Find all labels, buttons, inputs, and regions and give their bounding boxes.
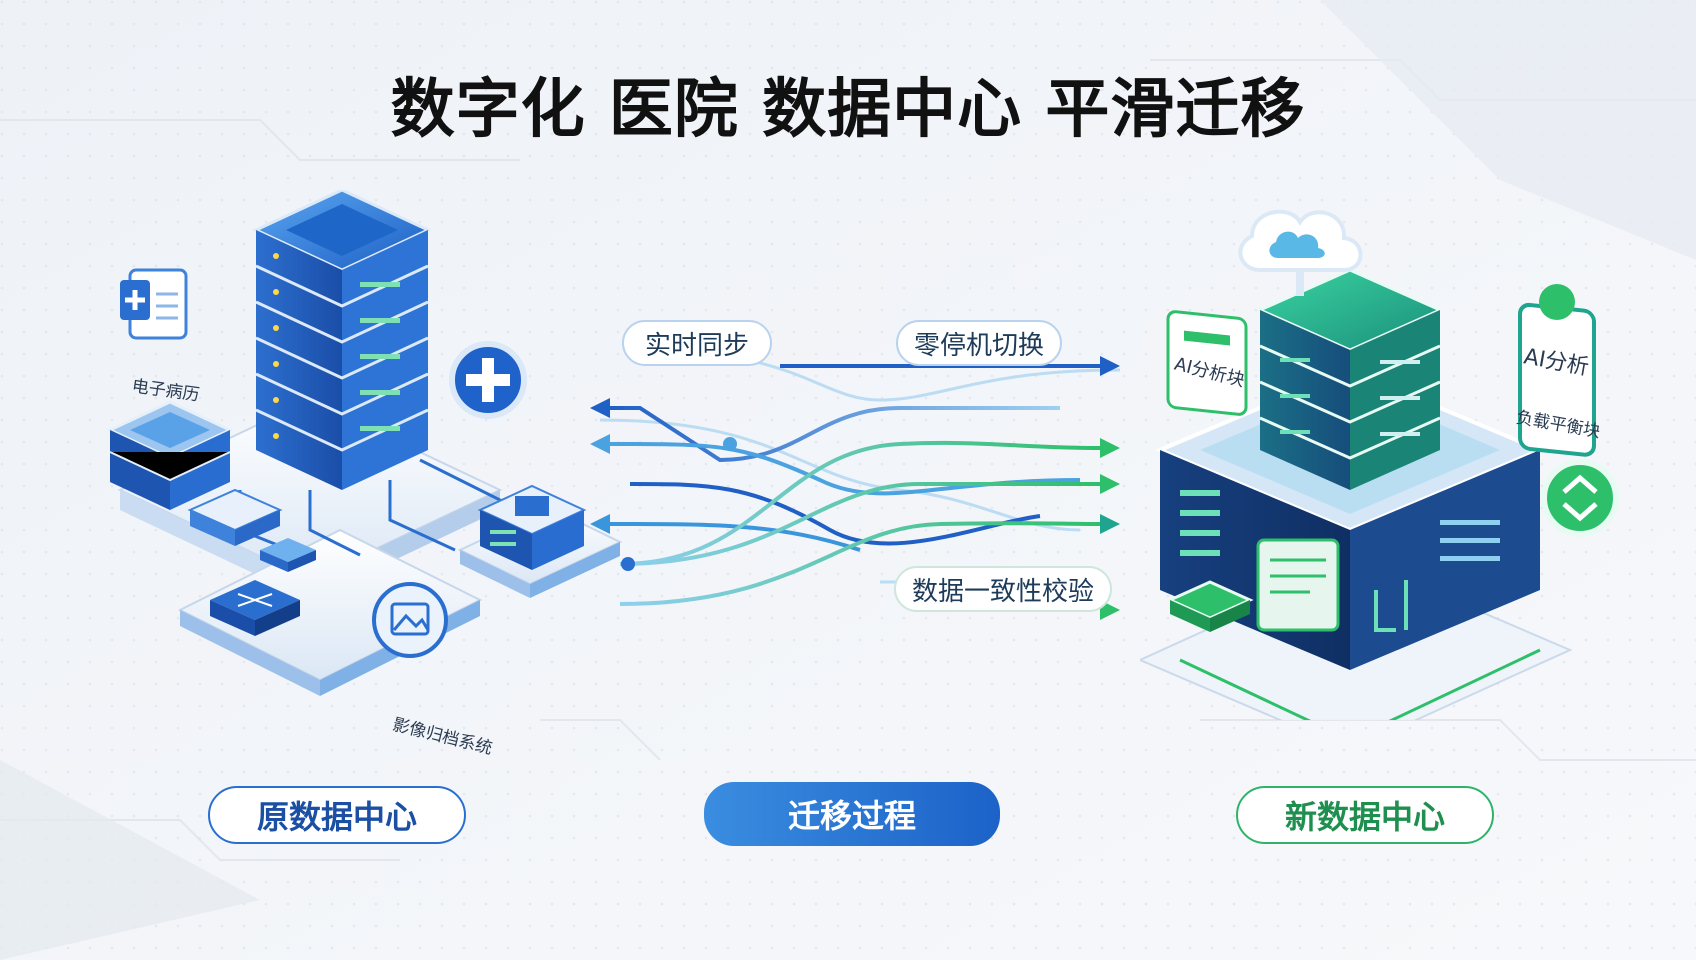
flow-arrow-4: [629, 482, 1041, 546]
flow-arrowhead-2: [590, 398, 610, 418]
source-datacenter-label: 原数据中心: [208, 786, 466, 844]
legacy-server-tower: [252, 190, 432, 490]
flow-arrowhead-8: [1100, 514, 1120, 534]
medical-cross-icon: [449, 341, 527, 419]
new-datacenter-illustration: [1140, 209, 1619, 720]
new-server-stack: [1256, 268, 1444, 490]
pacs-image-icon: [372, 582, 448, 658]
flow-arrowhead-1: [1100, 356, 1120, 376]
flow-label-zero-downtime: 零停机切换: [896, 320, 1062, 366]
flow-arrow-7: [619, 481, 1100, 566]
new-building-screen: [1256, 538, 1340, 632]
flow-arrowhead-6: [1100, 438, 1120, 458]
flow-arrowhead-7: [1100, 474, 1120, 494]
flow-arrow-5: [609, 522, 861, 552]
recycle-icon: [1541, 459, 1619, 537]
new-building-logo: [1374, 580, 1408, 632]
legacy-datacenter-illustration: [106, 190, 623, 696]
new-green-module: [1166, 580, 1254, 632]
migration-flows: [590, 348, 1120, 620]
flow-arrowhead-5: [590, 514, 610, 534]
legacy-small-server: [106, 400, 234, 510]
ai-analysis-card-right: [1518, 284, 1596, 457]
flow-label-realtime-sync: 实时同步: [622, 320, 772, 366]
flow-arrow-2: [610, 406, 1060, 463]
legacy-storage-server: [477, 484, 587, 570]
migration-process-label: 迁移过程: [704, 782, 1000, 846]
flow-line-faint-2: [599, 418, 1081, 532]
flow-label-consistency-check: 数据一致性校验: [894, 566, 1112, 612]
target-datacenter-label: 新数据中心: [1236, 786, 1494, 844]
page-title: 数字化 医院 数据中心 平滑迁移: [390, 73, 1306, 147]
flow-arrow-6: [619, 440, 1101, 566]
flow-arrow-8: [619, 521, 1101, 606]
cloud-icon: [1238, 209, 1363, 296]
emr-document-icon: [120, 268, 188, 340]
flow-arrowhead-3: [590, 434, 610, 454]
ai-module-card-left: [1166, 310, 1248, 416]
